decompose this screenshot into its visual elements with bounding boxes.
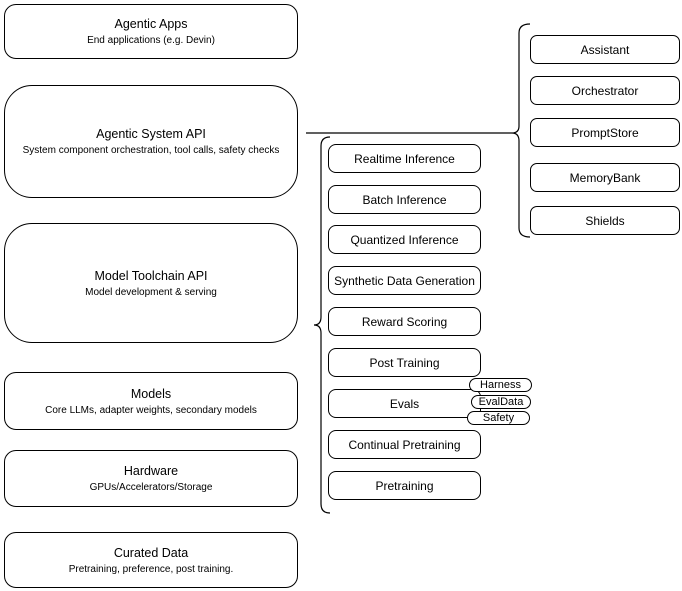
node-orchestrator: Orchestrator xyxy=(530,76,680,105)
node-subtitle: Model development & serving xyxy=(85,286,217,298)
node-label: Reward Scoring xyxy=(361,314,448,329)
node-subtitle: Pretraining, preference, post training. xyxy=(68,563,234,575)
node-title: Curated Data xyxy=(113,545,189,560)
node-synthetic-data-generation: Synthetic Data Generation xyxy=(328,266,481,295)
system-components-brace xyxy=(511,23,531,238)
node-agentic-system-api: Agentic System API System component orch… xyxy=(4,85,298,198)
node-subtitle: Core LLMs, adapter weights, secondary mo… xyxy=(45,404,257,416)
node-evals-evaldata-pill: EvalData xyxy=(471,395,531,409)
node-agentic-apps: Agentic Apps End applications (e.g. Devi… xyxy=(4,4,298,59)
node-memorybank: MemoryBank xyxy=(530,163,680,192)
pill-label: Harness xyxy=(480,379,521,391)
node-quantized-inference: Quantized Inference xyxy=(328,225,481,254)
node-title: Models xyxy=(130,386,172,401)
node-title: Hardware xyxy=(123,464,179,478)
node-models: Models Core LLMs, adapter weights, secon… xyxy=(4,372,298,430)
node-evals: Evals xyxy=(328,389,481,418)
node-label: Assistant xyxy=(580,42,630,57)
node-post-training: Post Training xyxy=(328,348,481,377)
node-promptstore: PromptStore xyxy=(530,118,680,147)
node-evals-safety-pill: Safety xyxy=(467,411,530,425)
node-label: Orchestrator xyxy=(571,83,639,98)
node-label: Realtime Inference xyxy=(354,151,455,166)
node-hardware: Hardware GPUs/Accelerators/Storage xyxy=(4,450,298,507)
node-label: Pretraining xyxy=(375,478,434,493)
node-assistant: Assistant xyxy=(530,35,680,64)
node-label: PromptStore xyxy=(571,125,639,140)
node-subtitle: GPUs/Accelerators/Storage xyxy=(89,482,213,493)
node-shields: Shields xyxy=(530,206,680,235)
pill-label: EvalData xyxy=(478,396,524,408)
node-label: Batch Inference xyxy=(362,192,447,207)
pill-label: Safety xyxy=(482,412,515,424)
node-label: Continual Pretraining xyxy=(348,437,461,452)
node-label: Synthetic Data Generation xyxy=(334,273,475,288)
node-label: Shields xyxy=(585,213,625,228)
node-pretraining: Pretraining xyxy=(328,471,481,500)
node-model-toolchain-api: Model Toolchain API Model development & … xyxy=(4,223,298,343)
node-batch-inference: Batch Inference xyxy=(328,185,481,214)
node-subtitle: End applications (e.g. Devin) xyxy=(87,35,215,46)
node-realtime-inference: Realtime Inference xyxy=(328,144,481,173)
node-label: MemoryBank xyxy=(569,170,641,185)
node-evals-harness-pill: Harness xyxy=(469,378,532,392)
node-curated-data: Curated Data Pretraining, preference, po… xyxy=(4,532,298,588)
node-title: Model Toolchain API xyxy=(94,268,208,283)
node-subtitle: System component orchestration, tool cal… xyxy=(22,145,280,156)
node-reward-scoring: Reward Scoring xyxy=(328,307,481,336)
node-label: Quantized Inference xyxy=(350,232,459,247)
node-title: Agentic System API xyxy=(96,127,206,141)
node-continual-pretraining: Continual Pretraining xyxy=(328,430,481,459)
node-label: Evals xyxy=(389,396,420,411)
node-label: Post Training xyxy=(369,355,440,370)
node-title: Agentic Apps xyxy=(114,17,188,31)
